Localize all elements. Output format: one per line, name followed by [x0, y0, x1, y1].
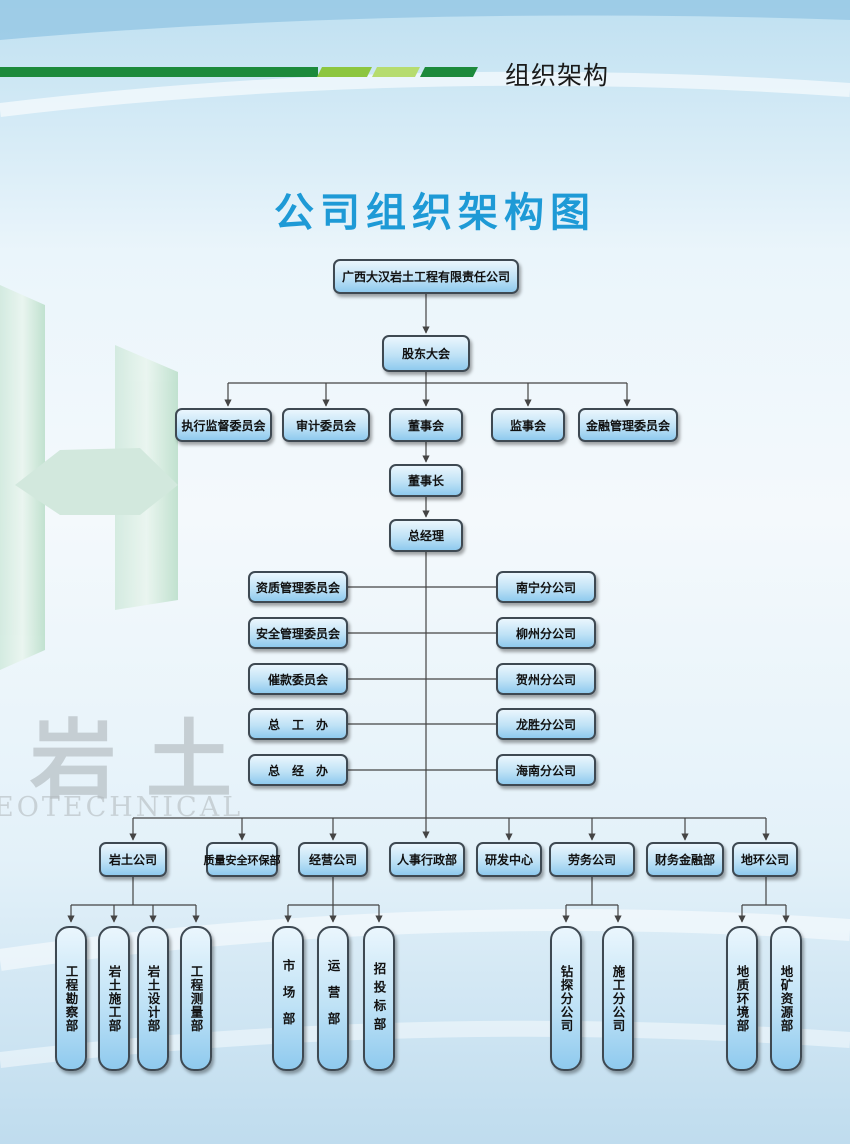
node-dept-hr-admin: 人事行政部	[389, 842, 465, 877]
node-sub-geo-environment: 地质环境部	[726, 926, 758, 1071]
header-title: 组织架构	[505, 61, 610, 90]
node-dept-geoenv-company: 地环公司	[732, 842, 798, 877]
node-sub-drilling-branch: 钻探分公司	[550, 926, 582, 1071]
node-sub-bidding: 招投标部	[363, 926, 395, 1071]
node-sub-construction-branch: 施工分公司	[602, 926, 634, 1071]
node-board-of-directors: 董事会	[389, 408, 463, 442]
node-dept-business-company: 经营公司	[298, 842, 368, 877]
watermark-chinese: 岩 土	[30, 710, 232, 811]
node-dept-rnd-center: 研发中心	[476, 842, 542, 877]
page-title: 公司组织架构图	[274, 190, 596, 236]
node-branch-longsheng: 龙胜分公司	[496, 708, 596, 740]
node-branch-liuzhou: 柳州分公司	[496, 617, 596, 649]
node-chief-engineer-office: 总 工 办	[248, 708, 348, 740]
node-safety-committee: 安全管理委员会	[248, 617, 348, 649]
node-branch-hainan: 海南分公司	[496, 754, 596, 786]
header-bar-seg-1	[317, 67, 372, 77]
node-dept-geotechnical-company: 岩土公司	[99, 842, 167, 877]
node-sub-design: 岩土设计部	[137, 926, 169, 1071]
node-executive-supervision-committee: 执行监督委员会	[175, 408, 272, 442]
node-finance-committee: 金融管理委员会	[578, 408, 678, 442]
node-shareholders-meeting: 股东大会	[382, 335, 470, 372]
h-logo-icon	[0, 285, 178, 670]
node-sub-surveying: 工程测量部	[180, 926, 212, 1071]
node-sub-construction: 岩土施工部	[98, 926, 130, 1071]
node-sub-market: 市场部	[272, 926, 304, 1071]
node-company: 广西大汉岩土工程有限责任公司	[333, 259, 519, 294]
node-sub-operations: 运营部	[317, 926, 349, 1071]
node-board-of-supervisors: 监事会	[491, 408, 565, 442]
node-dept-labor-company: 劳务公司	[549, 842, 635, 877]
node-qualification-committee: 资质管理委员会	[248, 571, 348, 603]
header-bar-main	[0, 67, 318, 77]
node-dept-finance: 财务金融部	[646, 842, 724, 877]
node-general-manager-office: 总 经 办	[248, 754, 348, 786]
node-chairman: 董事长	[389, 464, 463, 497]
node-dept-quality-safety-env: 质量安全环保部	[204, 842, 281, 877]
node-collection-committee: 催款委员会	[248, 663, 348, 695]
node-general-manager: 总经理	[389, 519, 463, 552]
header-bar-seg-3	[420, 67, 478, 77]
header-bar-seg-2	[372, 67, 420, 77]
node-sub-mineral-resources: 地矿资源部	[770, 926, 802, 1071]
node-branch-hezhou: 贺州分公司	[496, 663, 596, 695]
node-audit-committee: 审计委员会	[282, 408, 370, 442]
node-branch-nanning: 南宁分公司	[496, 571, 596, 603]
node-sub-survey: 工程勘察部	[55, 926, 87, 1071]
